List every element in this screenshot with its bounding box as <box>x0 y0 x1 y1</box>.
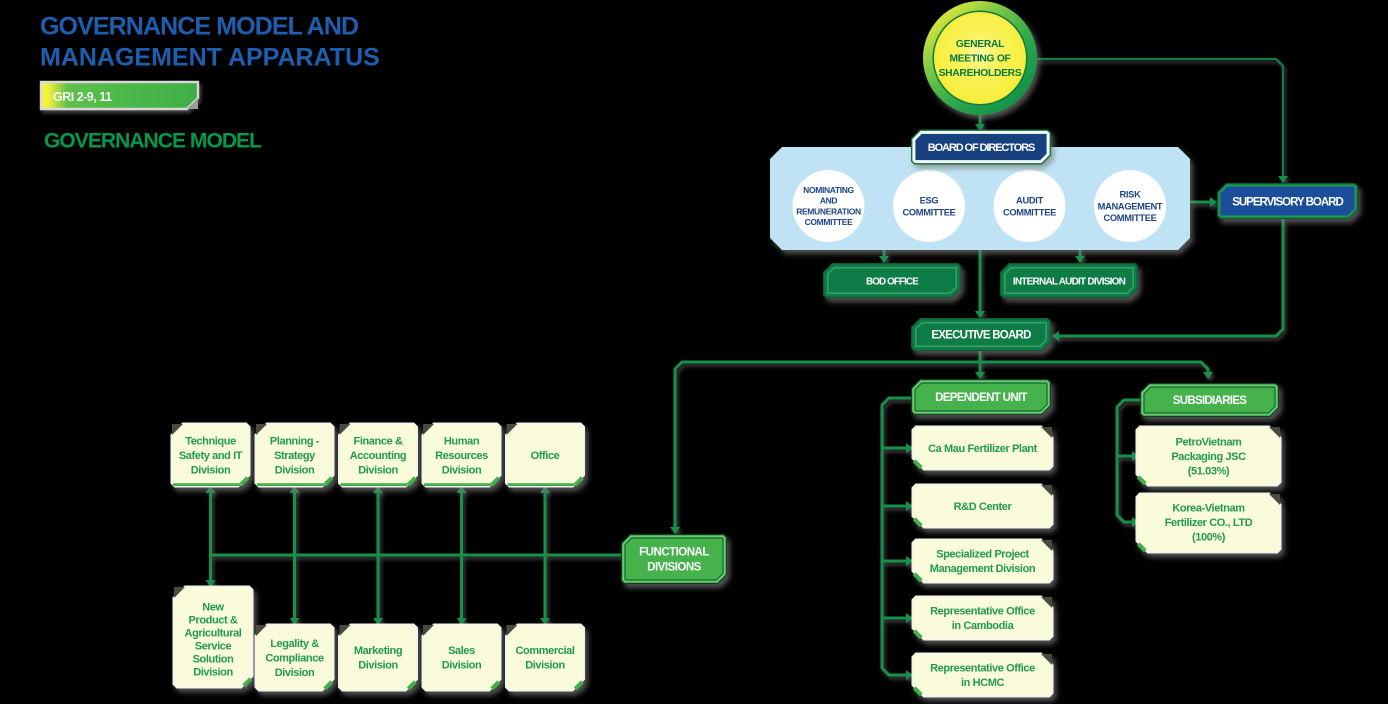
svg-text:SUBSIDIARIES: SUBSIDIARIES <box>1173 395 1247 407</box>
svg-text:Service: Service <box>195 640 232 652</box>
svg-text:Legality &: Legality & <box>270 638 319 650</box>
svg-text:Commercial: Commercial <box>516 645 575 657</box>
svg-text:COMMITTEE: COMMITTEE <box>805 217 854 227</box>
svg-text:Marketing: Marketing <box>354 645 402 657</box>
svg-text:Division: Division <box>358 660 398 672</box>
svg-text:Division: Division <box>191 464 231 476</box>
svg-text:Finance &: Finance & <box>354 435 403 447</box>
svg-text:Strategy: Strategy <box>274 450 316 462</box>
svg-text:Division: Division <box>442 660 482 672</box>
svg-text:Human: Human <box>444 435 480 447</box>
svg-text:Division: Division <box>275 667 315 679</box>
svg-text:MANAGEMENT APPARATUS: MANAGEMENT APPARATUS <box>40 44 380 72</box>
svg-text:Safety and IT: Safety and IT <box>179 450 243 462</box>
svg-text:Resources: Resources <box>435 450 488 462</box>
svg-text:AUDIT: AUDIT <box>1016 195 1044 205</box>
svg-text:Specialized Project: Specialized Project <box>936 549 1029 561</box>
svg-text:GRI 2-9, 11: GRI 2-9, 11 <box>53 90 112 104</box>
svg-text:EXECUTIVE BOARD: EXECUTIVE BOARD <box>931 330 1031 342</box>
svg-text:Representative Office: Representative Office <box>930 606 1035 618</box>
svg-text:SUPERVISORY BOARD: SUPERVISORY BOARD <box>1232 197 1343 209</box>
svg-text:Compliance: Compliance <box>265 652 324 664</box>
svg-text:Fertilizer CO., LTD: Fertilizer CO., LTD <box>1165 517 1253 529</box>
svg-text:Management Division: Management Division <box>930 563 1036 575</box>
svg-text:PetroVietnam: PetroVietnam <box>1176 436 1243 448</box>
svg-text:REMUNERATION: REMUNERATION <box>796 206 861 216</box>
svg-text:Representative Office: Representative Office <box>930 663 1035 675</box>
svg-text:Accounting: Accounting <box>350 450 407 462</box>
svg-text:Product &: Product & <box>189 614 238 626</box>
svg-text:Planning -: Planning - <box>270 435 320 447</box>
svg-text:INTERNAL AUDIT DIVISION: INTERNAL AUDIT DIVISION <box>1013 277 1126 288</box>
svg-text:MEETING OF: MEETING OF <box>949 54 1010 65</box>
svg-text:ESG: ESG <box>920 195 939 205</box>
svg-text:SHAREHOLDERS: SHAREHOLDERS <box>939 68 1022 79</box>
svg-text:GENERAL: GENERAL <box>956 39 1004 50</box>
svg-text:RISK: RISK <box>1119 189 1141 199</box>
svg-text:BOD OFFICE: BOD OFFICE <box>866 277 919 288</box>
svg-text:AND: AND <box>820 196 838 206</box>
svg-text:Korea-Vietnam: Korea-Vietnam <box>1172 502 1245 514</box>
svg-text:Office: Office <box>531 450 560 462</box>
svg-text:COMMITTEE: COMMITTEE <box>1103 213 1156 223</box>
svg-text:Ca Mau Fertilizer Plant: Ca Mau Fertilizer Plant <box>928 443 1038 455</box>
svg-text:FUNCTIONAL: FUNCTIONAL <box>639 547 709 559</box>
svg-text:Packaging JSC: Packaging JSC <box>1171 451 1246 463</box>
svg-text:Division: Division <box>525 660 565 672</box>
svg-text:Division: Division <box>442 464 482 476</box>
svg-text:GOVERNANCE MODEL AND: GOVERNANCE MODEL AND <box>40 13 358 41</box>
svg-text:Division: Division <box>358 464 398 476</box>
svg-text:DIVISIONS: DIVISIONS <box>647 562 701 574</box>
svg-text:COMMITTEE: COMMITTEE <box>1003 207 1056 217</box>
svg-text:R&D Center: R&D Center <box>954 501 1013 513</box>
svg-text:Sales: Sales <box>448 645 475 657</box>
svg-text:NOMINATING: NOMINATING <box>803 185 854 195</box>
svg-text:Solution: Solution <box>193 653 234 665</box>
svg-text:BOARD OF DIRECTORS: BOARD OF DIRECTORS <box>928 142 1035 154</box>
svg-text:Division: Division <box>275 464 315 476</box>
svg-text:in HCMC: in HCMC <box>961 677 1004 689</box>
svg-text:Division: Division <box>193 666 233 678</box>
svg-text:COMMITTEE: COMMITTEE <box>902 207 955 217</box>
svg-text:New: New <box>202 601 224 613</box>
svg-text:Technique: Technique <box>185 435 236 447</box>
svg-text:GOVERNANCE MODEL: GOVERNANCE MODEL <box>44 130 262 153</box>
svg-text:Agricultural: Agricultural <box>185 627 242 639</box>
svg-text:in Cambodia: in Cambodia <box>952 620 1015 632</box>
svg-text:(100%): (100%) <box>1192 531 1226 543</box>
svg-text:MANAGEMENT: MANAGEMENT <box>1098 201 1163 211</box>
svg-text:DEPENDENT UNIT: DEPENDENT UNIT <box>935 392 1027 404</box>
svg-text:(51.03%): (51.03%) <box>1188 465 1230 477</box>
